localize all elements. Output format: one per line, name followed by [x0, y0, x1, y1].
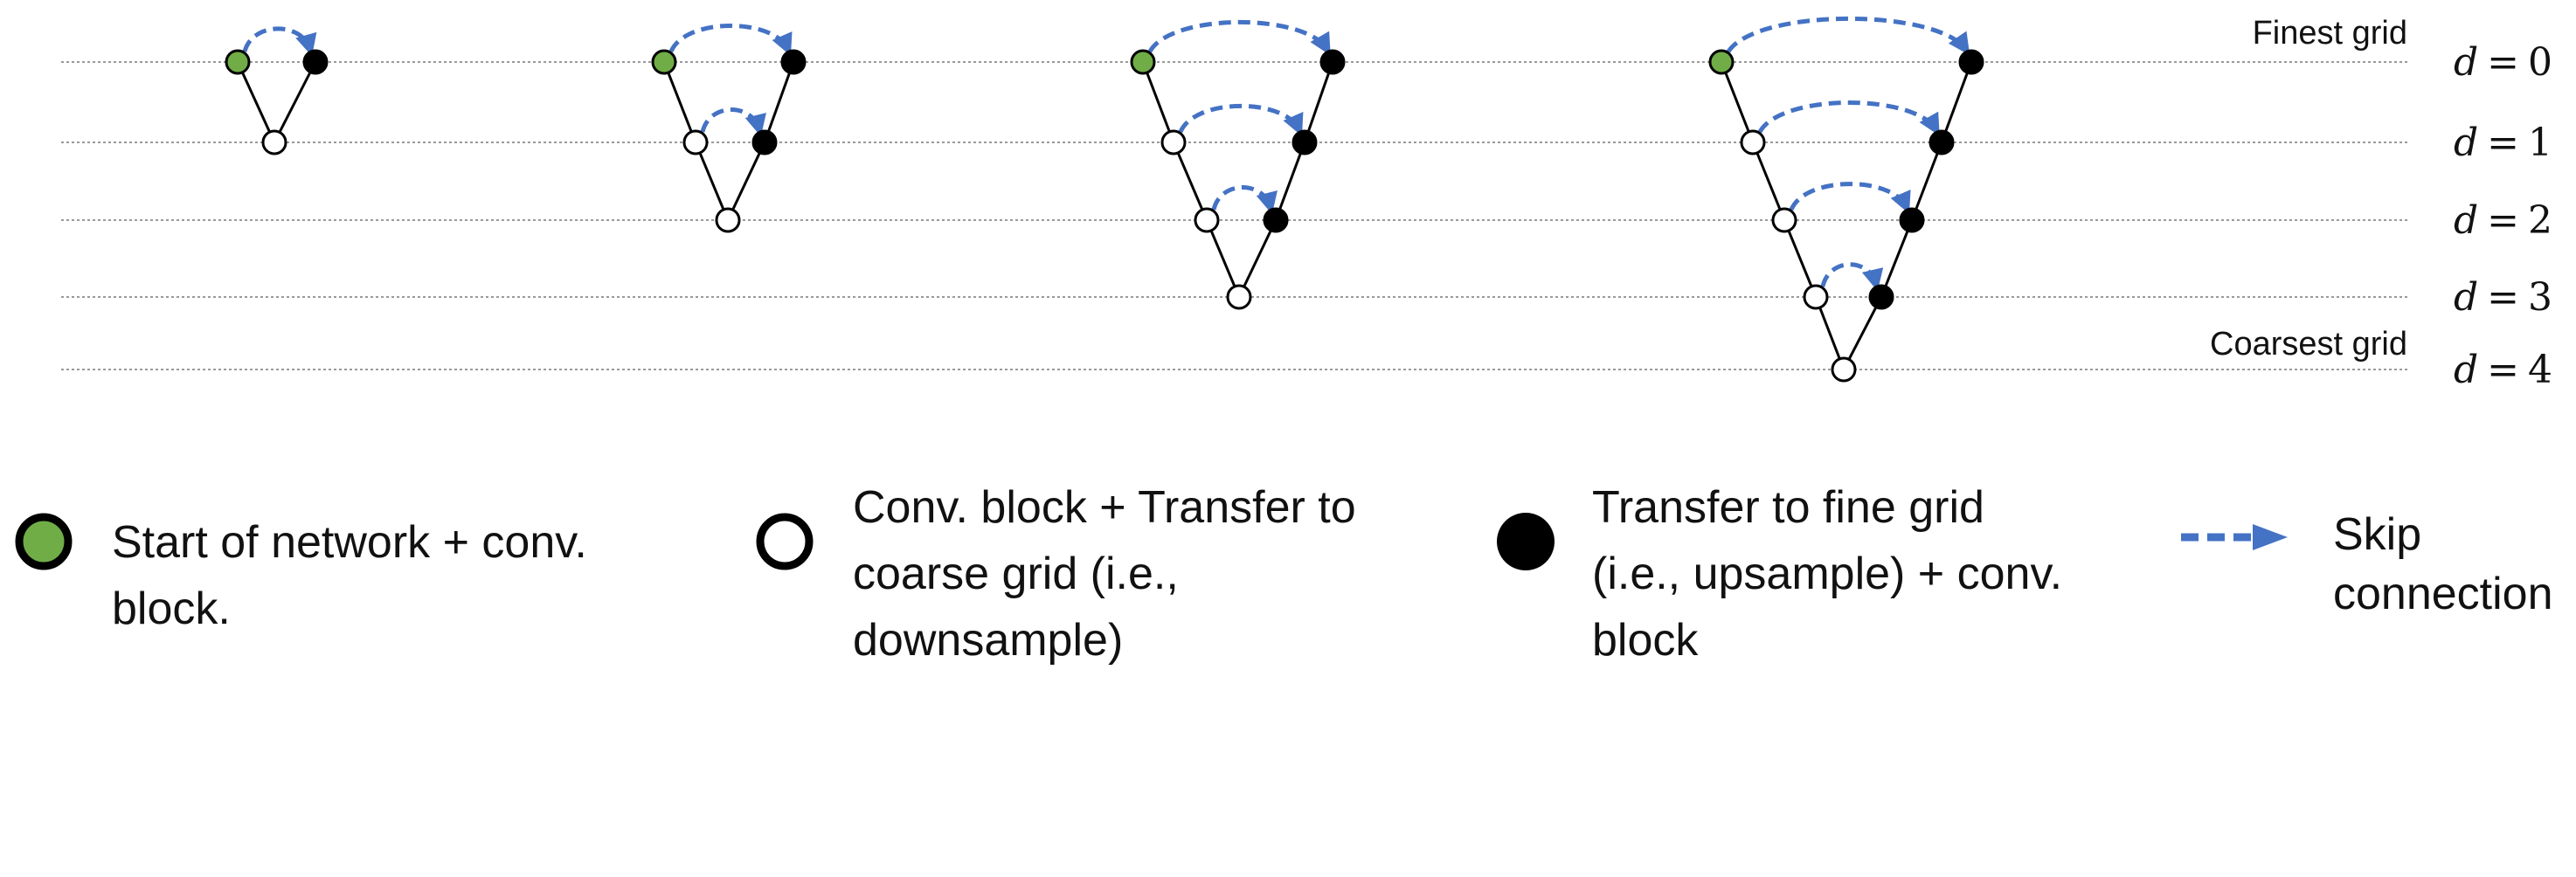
network-depth-1 [225, 26, 329, 155]
upsample-node [1958, 49, 1984, 75]
depth-var: d [2454, 275, 2478, 320]
depth-value: 2 [2528, 198, 2552, 243]
depth-var: d [2454, 348, 2478, 392]
upsample-node [1868, 284, 1894, 310]
depth-value: 1 [2528, 121, 2552, 165]
network-depth-4 [1708, 16, 1984, 383]
legend-green-circle-icon [15, 513, 73, 570]
depth-label-d3: d=3 [2454, 275, 2552, 320]
skip-connection-arrow [1178, 103, 1304, 136]
depth-equals: = [2487, 275, 2519, 320]
coarse-node [1226, 284, 1252, 310]
legend-dashed-arrow-icon [2181, 524, 2288, 550]
depth-equals: = [2487, 40, 2519, 85]
depth-equals: = [2487, 121, 2519, 165]
depth-equals: = [2487, 348, 2519, 392]
downsample-node [682, 129, 709, 155]
downsample-node [1771, 207, 1797, 233]
depth-var: d [2454, 40, 2478, 85]
depth-label-d1: d=1 [2454, 121, 2552, 165]
upsample-node [1319, 49, 1346, 75]
finest-grid-label: Finest grid [2253, 15, 2407, 52]
depth-value: 3 [2528, 275, 2552, 320]
skip-connection-arrow [242, 26, 317, 57]
upsample-node [1263, 207, 1289, 233]
depth-equals: = [2487, 198, 2519, 243]
skip-connection-arrow [1789, 182, 1911, 214]
depth-value: 4 [2528, 348, 2552, 392]
skip-connection-arrow [1726, 16, 1970, 56]
upsample-node [1929, 129, 1955, 155]
legend-downsample-label: Conv. block + Transfer to coarse grid (i… [853, 482, 1356, 666]
upsample-node [1291, 129, 1318, 155]
depth-label-d2: d=2 [2454, 198, 2552, 243]
legend-skip-label: Skip connection [2333, 509, 2553, 619]
skip-connection-arrow [700, 107, 766, 137]
legend-start-label: Start of network + conv. block. [112, 517, 587, 634]
depth-label-d4: d=4 [2454, 348, 2552, 392]
skip-connection-arrow [1147, 19, 1331, 56]
coarse-node [261, 129, 287, 155]
depth-value: 0 [2528, 40, 2552, 85]
downsample-node [1803, 284, 1829, 310]
depth-labels: d=0d=1d=2d=3d=4 [2454, 40, 2552, 392]
start-node [225, 49, 251, 75]
legend-black-circle-icon [1497, 513, 1555, 570]
upsample-node [780, 49, 807, 75]
network-edges [1720, 61, 1973, 373]
skip-connection-arrow [1757, 100, 1940, 136]
skip-connection-arrow [1211, 185, 1278, 215]
start-node [651, 49, 677, 75]
downsample-node [1740, 129, 1766, 155]
depth-label-d0: d=0 [2454, 40, 2552, 85]
network-edges [1141, 61, 1334, 300]
legend-white-circle-icon [756, 513, 814, 570]
downsample-node [1160, 129, 1187, 155]
upsample-node [302, 49, 329, 75]
start-node [1708, 49, 1735, 75]
networks [225, 16, 1984, 383]
upsample-node [1899, 207, 1925, 233]
downsample-node [1194, 207, 1220, 233]
coarse-node [1831, 356, 1857, 383]
coarsest-grid-label: Coarsest grid [2210, 326, 2407, 363]
upsample-node [751, 129, 778, 155]
depth-var: d [2454, 121, 2478, 165]
coarse-node [715, 207, 741, 233]
legend-upsample-label: Transfer to fine grid (i.e., upsample) +… [1592, 482, 2063, 666]
skip-connection-arrow [668, 23, 793, 56]
network-depth-2 [651, 23, 807, 233]
skip-connection-arrow [1820, 262, 1884, 292]
start-node [1130, 49, 1156, 75]
depth-var: d [2454, 198, 2478, 243]
network-depth-3 [1130, 19, 1346, 310]
